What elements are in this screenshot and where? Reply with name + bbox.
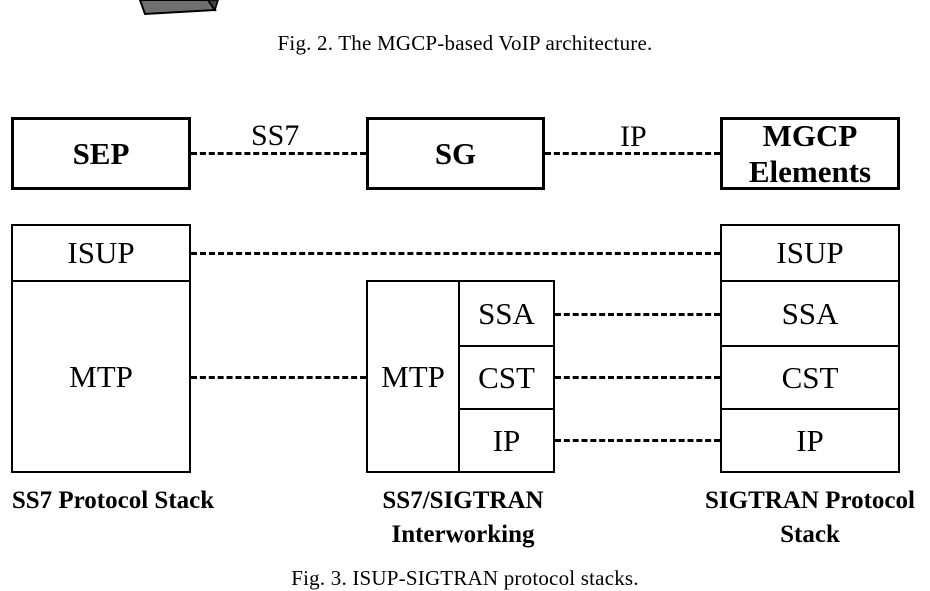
right-isup-layer: ISUP bbox=[720, 224, 900, 282]
fig2-caption: Fig. 2. The MGCP-based VoIP architecture… bbox=[277, 31, 653, 55]
left-isup-layer: ISUP bbox=[11, 224, 191, 282]
left-mtp-layer: MTP bbox=[11, 280, 191, 473]
left-stack-label: SS7 Protocol Stack bbox=[11, 487, 215, 514]
middle-stack-label: SS7/SIGTRAN Interworking bbox=[345, 484, 581, 552]
ss7-link-label: SS7 bbox=[251, 119, 300, 152]
middle-ssa-layer: SSA bbox=[458, 280, 555, 347]
isup-peer-line bbox=[191, 252, 720, 255]
cst-peer-line bbox=[555, 376, 720, 379]
ss7-link-line bbox=[191, 152, 366, 155]
ip-link-label: IP bbox=[620, 120, 647, 153]
middle-stack-label-line1: SS7/SIGTRAN bbox=[382, 487, 544, 514]
middle-mtp-layer: MTP bbox=[366, 280, 460, 473]
right-ssa-layer: SSA bbox=[720, 280, 900, 347]
mgcp-label-line2: Elements bbox=[748, 153, 872, 189]
mgcp-label-line1: MGCP bbox=[762, 117, 858, 153]
middle-cst-layer: CST bbox=[458, 345, 555, 410]
device-illustration-fragment bbox=[138, 0, 219, 16]
right-cst-layer: CST bbox=[720, 345, 900, 410]
mtp-peer-line bbox=[191, 376, 366, 379]
sg-node: SG bbox=[366, 117, 545, 190]
middle-ip-layer: IP bbox=[458, 408, 555, 473]
fig3-caption: Fig. 3. ISUP-SIGTRAN protocol stacks. bbox=[291, 566, 639, 590]
ssa-peer-line bbox=[555, 313, 720, 316]
right-ip-layer: IP bbox=[720, 408, 900, 473]
right-stack-label-line1: SIGTRAN Protocol bbox=[705, 487, 915, 514]
middle-stack-label-line2: Interworking bbox=[391, 520, 535, 548]
right-stack-label-line2: Stack bbox=[780, 520, 840, 548]
ip-peer-line bbox=[555, 439, 720, 442]
ip-link-line bbox=[545, 152, 720, 155]
right-stack-label: SIGTRAN Protocol Stack bbox=[690, 484, 930, 552]
sep-node: SEP bbox=[11, 117, 191, 190]
mgcp-elements-node: MGCP Elements bbox=[720, 117, 900, 190]
